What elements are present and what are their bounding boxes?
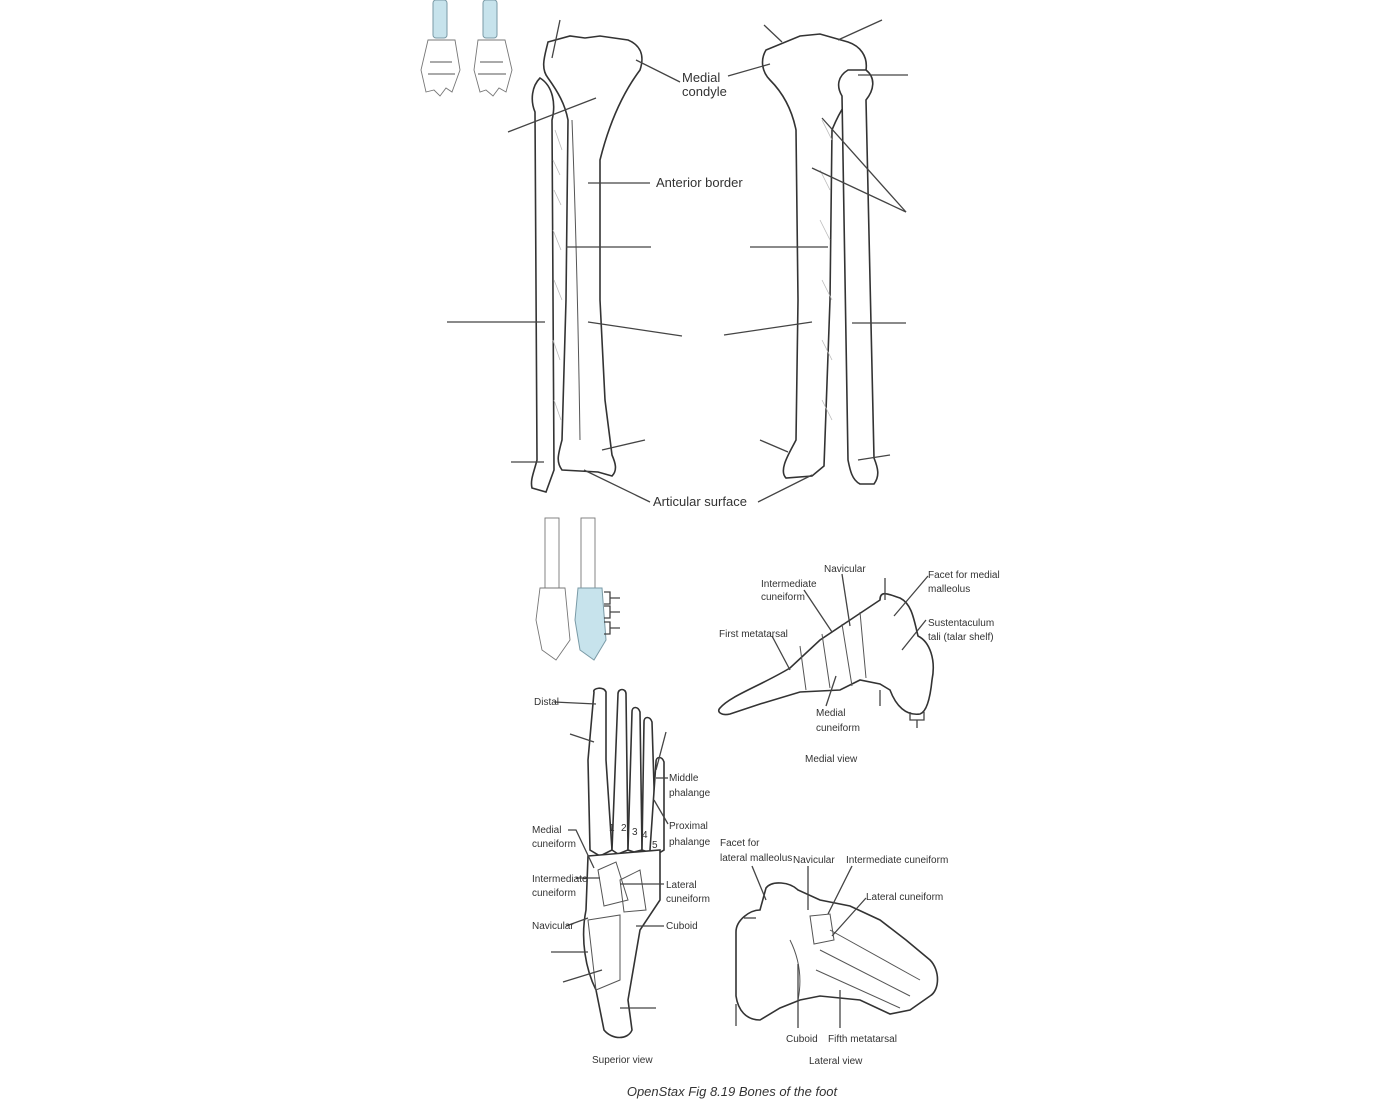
tibia-fibula-anterior [530,35,643,493]
metatarsal-number-5: 5 [652,840,658,851]
superior-cuboid-label: Cuboid [666,921,698,932]
superior-view-title: Superior view [592,1055,653,1066]
metatarsal-number-3: 3 [632,827,638,838]
first-metatarsal-label: First metatarsal [719,629,788,640]
medial-intermediate-cuneiform-label-line2: cuneiform [761,592,805,603]
lateral-lateral-cuneiform-label: Lateral cuneiform [866,892,943,903]
foot-lateral-view [735,882,939,1021]
metatarsal-number-4: 4 [642,830,648,841]
lateral-intermediate-cuneiform-label: Intermediate cuneiform [846,855,948,866]
superior-medial-cuneiform-label-line2: cuneiform [532,839,576,850]
tibia-fibula-posterior [761,33,879,485]
medial-condyle-label-line2: condyle [682,84,727,99]
medial-medial-cuneiform-label-line2: cuneiform [816,723,860,734]
superior-view-leaders [551,701,669,1009]
sustentaculum-label-line2: tali (talar shelf) [928,632,994,643]
lateral-cuboid-label: Cuboid [786,1034,818,1045]
foot-superior-view: 1 2 3 4 5 [582,687,665,1039]
middle-phalange-label-line2: phalange [669,788,711,799]
medial-navicular-label: Navicular [824,564,866,575]
distal-label: Distal [534,697,559,708]
lateral-view-title: Lateral view [809,1056,863,1067]
foot-thumbnail [535,517,620,661]
medial-view-title: Medial view [805,754,858,765]
proximal-phalange-label-line1: Proximal [669,821,708,832]
fifth-metatarsal-label: Fifth metatarsal [828,1034,897,1045]
leg-anterior-leaders [447,19,683,503]
facet-lateral-malleolus-label-line1: Facet for [720,838,760,849]
articular-surface-label: Articular surface [653,494,747,509]
medial-view-leaders [771,573,929,707]
foot-medial-view [717,578,934,728]
middle-phalange-label-line1: Middle [669,773,699,784]
medial-condyle-label-line1: Medial [682,70,720,85]
medial-intermediate-cuneiform-label-line1: Intermediate [761,579,817,590]
medial-medial-cuneiform-label-line1: Medial [816,708,845,719]
leg-posterior-leaders [723,19,908,503]
sustentaculum-label-line1: Sustentaculum [928,618,994,629]
metatarsal-number-2: 2 [621,823,627,834]
superior-intermediate-cuneiform-label-line1: Intermediate [532,874,588,885]
lateral-navicular-label: Navicular [793,855,835,866]
superior-navicular-label: Navicular [532,921,574,932]
superior-medial-cuneiform-label-line1: Medial [532,825,561,836]
superior-lateral-cuneiform-label-line1: Lateral [666,880,697,891]
superior-intermediate-cuneiform-label-line2: cuneiform [532,888,576,899]
facet-lateral-malleolus-label-line2: lateral malleolus [720,853,792,864]
figure-caption: OpenStax Fig 8.19 Bones of the foot [627,1084,839,1099]
leg-thumbnail-top [420,0,513,97]
superior-lateral-cuneiform-label-line2: cuneiform [666,894,710,905]
facet-medial-malleolus-label-line1: Facet for medial [928,570,1000,581]
metatarsal-number-1: 1 [609,823,615,834]
proximal-phalange-label-line2: phalange [669,837,711,848]
anterior-border-label: Anterior border [656,175,743,190]
facet-medial-malleolus-label-line2: malleolus [928,584,970,595]
lateral-view-leaders [735,865,867,1028]
